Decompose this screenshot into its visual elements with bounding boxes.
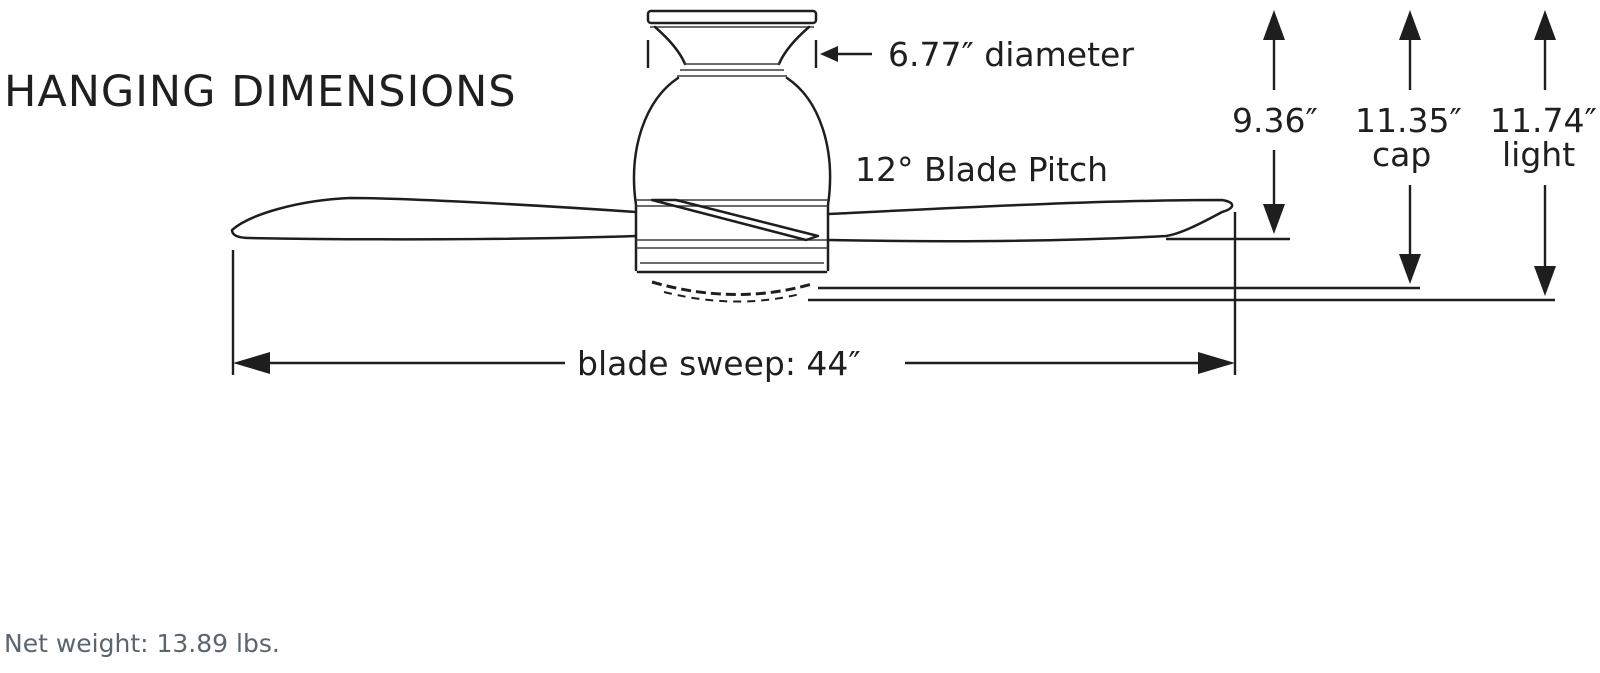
cap-height-unit: cap bbox=[1372, 135, 1431, 174]
cap-height-value: 11.35″ bbox=[1355, 101, 1462, 140]
motor-body-left bbox=[632, 76, 680, 272]
cap-height-dimension bbox=[1399, 10, 1421, 284]
net-weight-text: Net weight: 13.89 lbs. bbox=[4, 629, 280, 658]
body-height-dimension bbox=[1263, 10, 1285, 234]
motor-body-right bbox=[785, 76, 832, 272]
left-blade bbox=[230, 196, 638, 241]
blade-pitch-label: 12° Blade Pitch bbox=[855, 150, 1108, 189]
light-height-value: 11.74″ bbox=[1490, 101, 1597, 140]
canopy-neck-right bbox=[777, 25, 811, 66]
canopy-plate bbox=[646, 9, 818, 25]
blade-iron bbox=[650, 198, 820, 242]
right-blade bbox=[826, 198, 1234, 243]
canopy-neck-left bbox=[653, 25, 687, 66]
diameter-dimension bbox=[820, 46, 872, 62]
light-height-dimension bbox=[1534, 10, 1556, 296]
blade-sweep-label: blade sweep: 44″ bbox=[577, 344, 861, 383]
light-kit bbox=[651, 280, 813, 297]
page-title: HANGING DIMENSIONS bbox=[4, 67, 517, 117]
diameter-label: 6.77″ diameter bbox=[888, 35, 1134, 74]
body-height-label: 9.36″ bbox=[1232, 101, 1318, 140]
fan-illustration bbox=[230, 9, 1234, 303]
light-height-unit: light bbox=[1502, 135, 1575, 174]
